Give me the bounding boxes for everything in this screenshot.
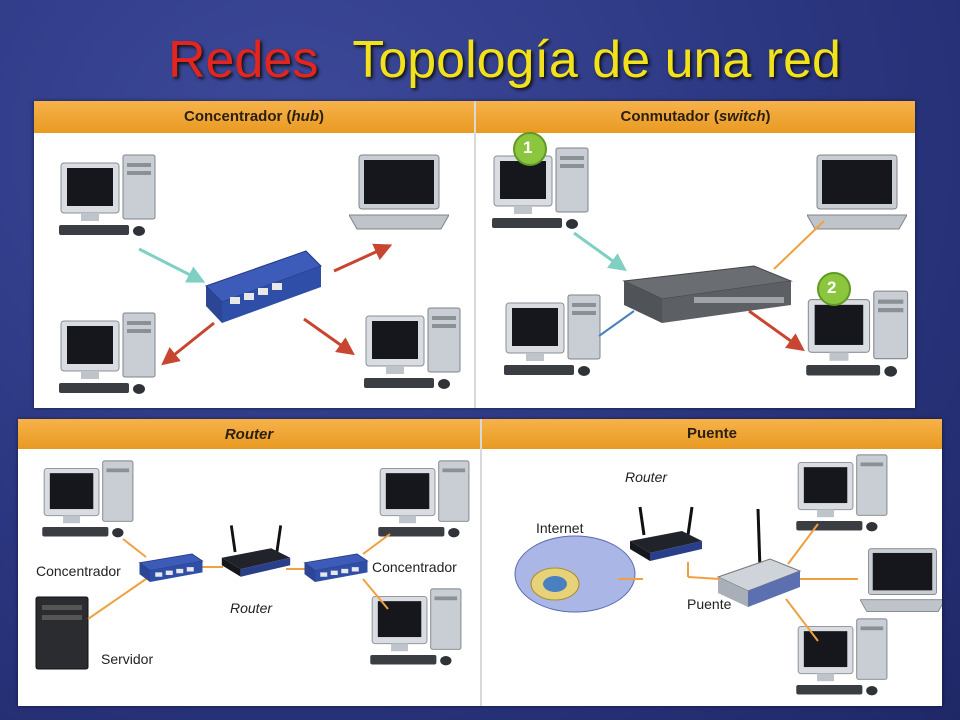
label-internet: Internet [536, 520, 584, 536]
label-router-center: Router [230, 600, 273, 616]
computer-icon [805, 290, 909, 378]
hub-device-icon [205, 250, 322, 323]
computer-icon [796, 454, 888, 532]
laptop-icon [349, 154, 449, 230]
computer-icon [42, 460, 134, 538]
computer-icon [504, 294, 601, 377]
computer-icon [370, 588, 462, 666]
topology-panel-bottom: Router Puente [18, 419, 942, 706]
hub-title-italic: hub [291, 108, 320, 125]
top-diagram [59, 132, 909, 395]
switch-title-text: Conmutador [620, 108, 710, 125]
panel-divider-top [474, 101, 476, 408]
bridge-panel-title: Puente [686, 425, 737, 442]
computer-icon [364, 307, 461, 390]
cable-orange [787, 523, 819, 565]
arrow-teal [138, 247, 206, 283]
cable-orange [122, 538, 147, 558]
label-concentrador-left: Concentrador [36, 563, 121, 579]
cable-orange [773, 220, 825, 270]
server-icon [35, 596, 89, 670]
switch-device-icon [622, 265, 793, 323]
bottom-diagram [35, 454, 942, 696]
label-servidor: Servidor [101, 651, 154, 667]
cable-orange [687, 576, 721, 580]
label-puente: Puente [687, 596, 732, 612]
router-device-icon [628, 505, 704, 563]
switch-panel-title: Conmutador (switch) [620, 108, 771, 125]
label-router-bridge: Router [625, 469, 668, 485]
slide-title-redes: Redes [168, 31, 319, 89]
bridge-device-icon [716, 508, 802, 607]
arrow-red [748, 309, 805, 352]
cable-orange [785, 598, 819, 642]
topology-panel-top: Concentrador (hub) Conmutador (switch) [34, 101, 915, 408]
hub-device-icon [304, 553, 368, 583]
arrow-red [161, 321, 215, 366]
cable-orange [362, 578, 389, 610]
computer-icon [59, 154, 156, 237]
step-2-marker [817, 272, 851, 306]
cable-orange [362, 533, 391, 555]
arrow-teal [573, 231, 627, 272]
router-panel-title: Router [224, 426, 274, 443]
slide-title-topology: Topología de una red [352, 31, 841, 89]
arrow-red [303, 317, 355, 356]
label-concentrador-right: Concentrador [372, 559, 457, 575]
step-2-label: 2 [827, 278, 837, 297]
panel-divider-bottom [480, 419, 482, 706]
computer-icon [59, 312, 156, 395]
laptop-icon [807, 154, 907, 230]
switch-title-italic: switch [718, 108, 766, 125]
cable-orange [87, 578, 147, 620]
step-1-marker [513, 132, 547, 166]
hub-title-text: Concentrador [183, 108, 283, 125]
computer-icon [378, 460, 470, 538]
hub-device-icon [139, 553, 203, 583]
slide-title: Redes Topología de una red [168, 30, 841, 90]
internet-cloud-icon [514, 535, 636, 613]
arrow-red [333, 243, 393, 273]
cable-blue [598, 310, 635, 337]
laptop-icon [860, 548, 942, 613]
step-1-label: 1 [523, 138, 533, 157]
hub-panel-title: Concentrador (hub) [183, 108, 324, 125]
router-device-icon [220, 523, 292, 579]
